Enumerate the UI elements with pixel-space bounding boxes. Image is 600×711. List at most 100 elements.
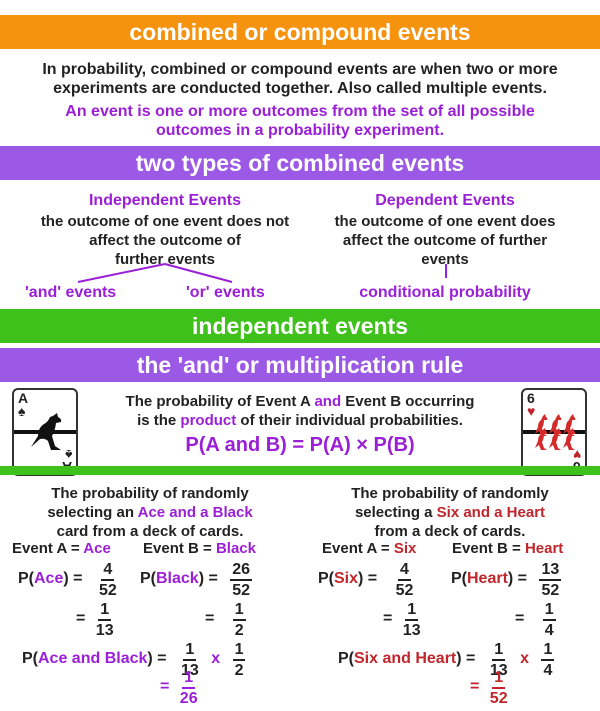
banner-combined-events: combined or compound events: [0, 15, 600, 49]
event-a-value: Ace: [83, 540, 111, 557]
ace-of-spades-card: A ♠ ♠ A: [12, 388, 78, 476]
independent-desc-line-1: the outcome of one event does not: [40, 213, 290, 230]
example2-intro-line-2: selecting a Six and a Heart: [300, 503, 600, 522]
event-b-value: Heart: [524, 540, 564, 557]
p-open: P(: [318, 570, 334, 587]
numerator: 1: [542, 600, 556, 621]
rule-line-2: is the product of their individual proba…: [80, 411, 520, 430]
denominator: 13: [95, 622, 114, 639]
rule-statement: The probability of Event A and Event B o…: [80, 392, 520, 430]
denominator: 4: [543, 662, 553, 679]
equals: =: [515, 610, 525, 627]
multiplication-formula: P(A and B) = P(A) × P(B): [185, 434, 415, 456]
times-sign: x: [520, 650, 529, 667]
times-sign: x: [211, 650, 221, 667]
or-events-label: 'or' events: [186, 284, 265, 301]
equals: =: [160, 678, 170, 695]
numerator: 4: [398, 560, 411, 581]
equals: =: [383, 610, 393, 627]
rule-text-2c: of their individual probabilities.: [236, 412, 463, 429]
rule-line-1: The probability of Event A and Event B o…: [80, 392, 520, 411]
denominator: 52: [232, 582, 251, 599]
rule-text-and: and: [314, 393, 342, 410]
numerator: 1: [232, 640, 246, 661]
denominator: 26: [179, 690, 198, 707]
example2-intro-2b: Six and a Heart: [436, 504, 546, 521]
event-b-value: Black: [215, 540, 256, 557]
card-rank-top: A: [18, 390, 29, 406]
definition-line-2: outcomes in a probability experiment.: [155, 122, 445, 139]
example1-event-b: Event B = Black: [143, 539, 256, 558]
p-combined-name: Ace and Black: [38, 650, 148, 667]
denominator: 4: [544, 622, 554, 639]
rule-text-2a: is the: [137, 412, 181, 429]
p-close: ) =: [456, 650, 476, 667]
example1-intro-2b: Ace and a Black: [137, 504, 253, 521]
card-rank-top: 6: [527, 390, 535, 406]
dependent-events-title: Dependent Events: [375, 192, 515, 209]
banner-independent-events: independent events: [0, 309, 600, 343]
intro-line-1: In probability, combined or compound eve…: [42, 61, 558, 78]
event-a-label: Event A =: [322, 540, 394, 557]
event-a-value: Six: [393, 540, 417, 557]
dependent-desc-line-1: the outcome of one event does: [334, 213, 556, 230]
numerator: 1: [232, 600, 246, 621]
numerator: 1: [183, 640, 197, 661]
denominator: 52: [395, 582, 414, 599]
equals: =: [205, 610, 215, 627]
banner-two-types: two types of combined events: [0, 146, 600, 180]
banner-and-rule: the 'and' or multiplication rule: [0, 348, 600, 382]
p-combined-name: Six and Heart: [354, 650, 457, 667]
p-close: ) =: [507, 570, 528, 587]
p-ace-name: Ace: [34, 570, 64, 587]
denominator: 52: [98, 582, 117, 599]
example1-intro-2a: selecting an: [47, 504, 138, 521]
p-six-name: Six: [334, 570, 359, 587]
independent-events-title: Independent Events: [88, 192, 242, 209]
example-ace-black-intro: The probability of randomly selecting an…: [0, 484, 300, 541]
example1-intro-line-2: selecting an Ace and a Black: [0, 503, 300, 522]
example1-intro-line-1: The probability of randomly: [51, 485, 249, 502]
rule-text-1c: Event B occurring: [341, 393, 475, 410]
intro-line-2: experiments are conducted together. Also…: [53, 80, 547, 97]
p-close: ) =: [358, 570, 378, 587]
example2-intro-line-3: from a deck of cards.: [374, 523, 526, 540]
numerator: 13: [539, 560, 562, 581]
intro-text: In probability, combined or compound eve…: [0, 60, 600, 98]
dependent-branch-line: [445, 264, 447, 278]
numerator: 1: [182, 668, 196, 689]
example2-intro-line-1: The probability of randomly: [351, 485, 549, 502]
rule-text-product: product: [180, 412, 237, 429]
equals: =: [470, 678, 480, 695]
example1-event-a: Event A = Ace: [12, 539, 111, 558]
definition-line-1: An event is one or more outcomes from th…: [65, 103, 535, 120]
denominator: 52: [489, 690, 508, 707]
example2-event-a: Event A = Six: [322, 539, 416, 558]
example1-intro-line-3: card from a deck of cards.: [56, 523, 244, 540]
independent-branch-lines: [77, 263, 233, 283]
event-b-label: Event B =: [143, 540, 216, 557]
dependent-desc-line-2: affect the outcome of further: [342, 232, 548, 249]
section-divider: [0, 466, 600, 475]
equals: =: [76, 610, 86, 627]
p-heart-name: Heart: [467, 570, 508, 587]
dependent-desc-line-3: events: [421, 251, 469, 268]
